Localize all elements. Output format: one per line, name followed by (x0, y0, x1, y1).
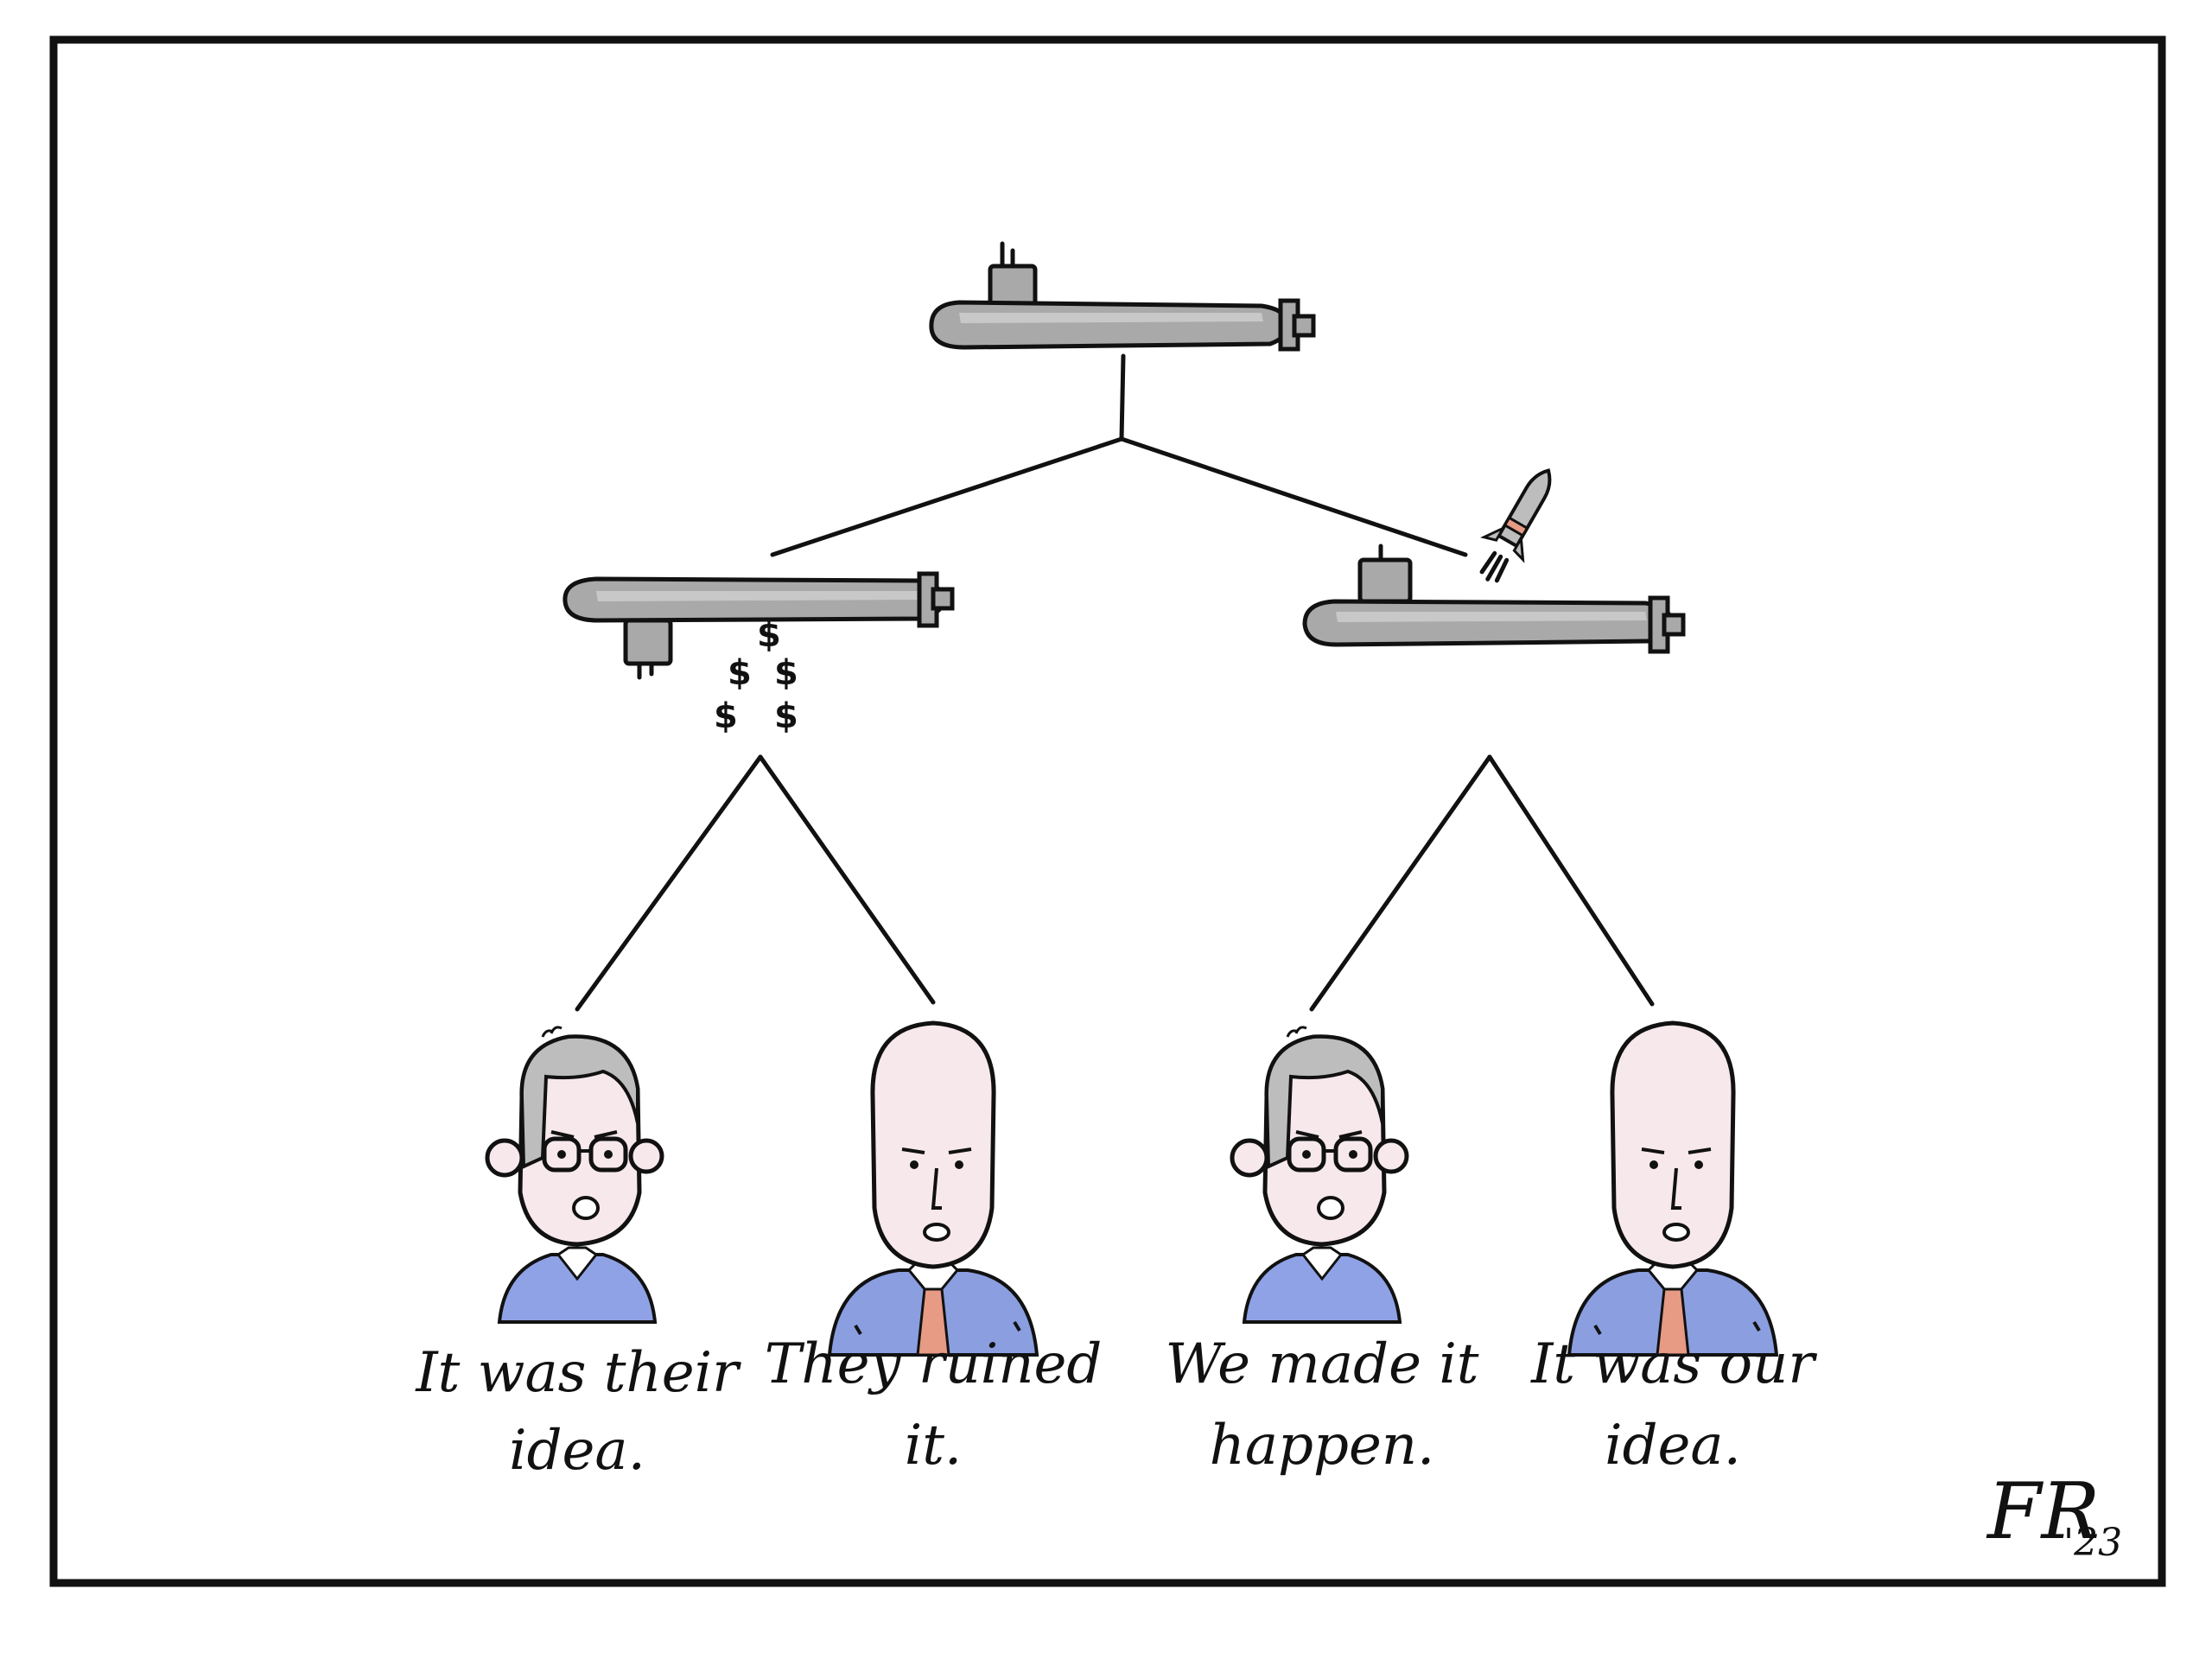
bald-man-suit-icon (1569, 1023, 1777, 1355)
svg-text:It was our: It was our (1530, 1332, 1817, 1396)
svg-text:happen.: happen. (1210, 1414, 1435, 1478)
svg-text:idea.: idea. (509, 1419, 645, 1483)
submarine-left-icon (563, 571, 955, 680)
decision-tree-lines (575, 353, 1655, 1012)
dollar-sign-icon: $ (757, 615, 781, 655)
dollar-sign-icon: $ (728, 653, 752, 693)
submarine-right-icon (1302, 543, 1686, 654)
panel-border (49, 35, 2166, 1587)
man-glasses-icon (487, 1027, 662, 1322)
caption-right-1: We made it happen. (1166, 1332, 1479, 1478)
artist-signature: FR '23 (1986, 1466, 2122, 1565)
falling-money: $ $ $ $ $ (714, 615, 798, 736)
caption-left-2: They ruined it. (765, 1332, 1103, 1478)
svg-text:We made it: We made it (1166, 1332, 1479, 1396)
svg-text:idea.: idea. (1605, 1414, 1741, 1478)
dollar-sign-icon: $ (714, 696, 738, 736)
svg-text:FR: FR (1986, 1466, 2100, 1557)
bald-man-suit-icon (830, 1023, 1037, 1355)
dollar-sign-icon: $ (774, 696, 798, 736)
caption-left-1: It was their idea. (415, 1341, 741, 1483)
man-glasses-icon (1232, 1027, 1407, 1322)
dollar-sign-icon: $ (774, 653, 798, 693)
svg-text:They ruined: They ruined (765, 1332, 1103, 1396)
submarine-top-icon (929, 241, 1316, 352)
caption-right-2: It was our idea. (1530, 1332, 1817, 1478)
missile-icon (1479, 468, 1552, 583)
svg-text:it.: it. (905, 1414, 963, 1478)
svg-text:It was their: It was their (415, 1341, 741, 1405)
svg-text:'23: '23 (2063, 1521, 2122, 1565)
